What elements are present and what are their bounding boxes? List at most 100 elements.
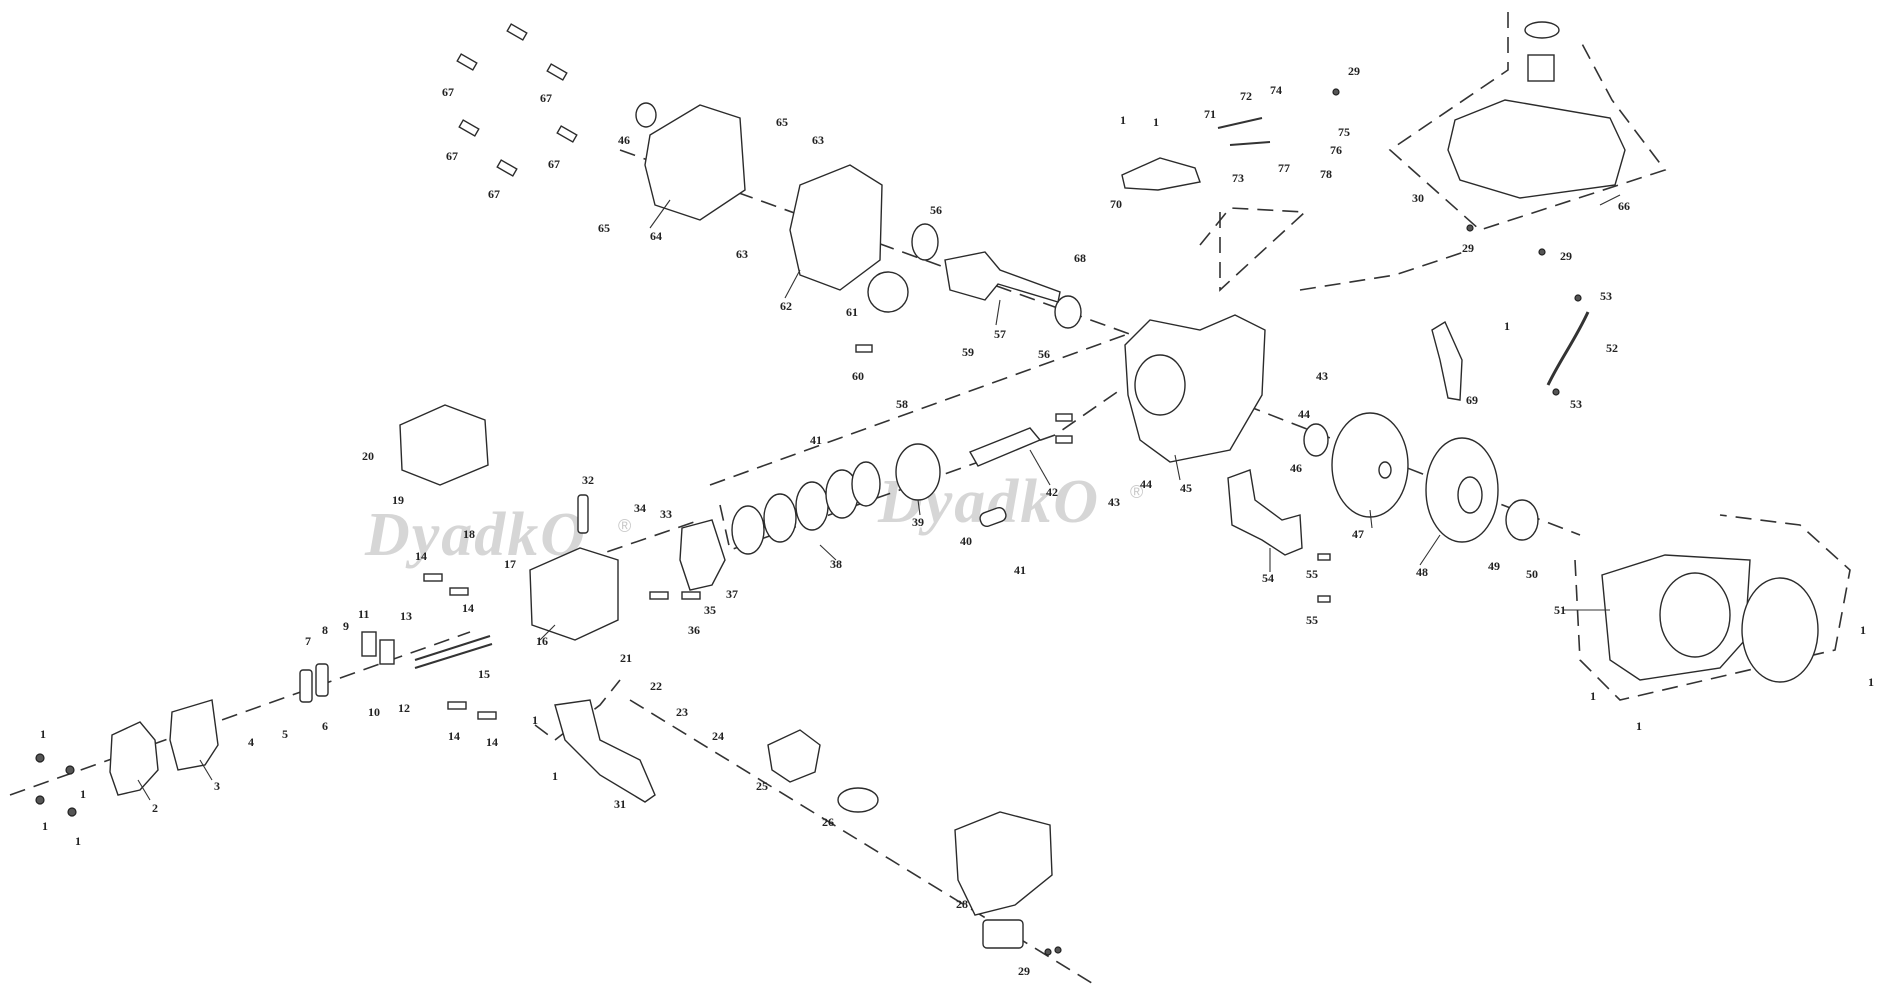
label-11: 11 (358, 607, 369, 621)
part-labels: 1 1 1 1 2 3 4 5 6 7 8 9 10 11 12 13 14 1… (40, 64, 1874, 978)
label-50: 50 (1526, 567, 1538, 581)
rocker-arm (299, 669, 313, 703)
cylinder-head (529, 547, 619, 641)
leader-lines (137, 194, 1621, 801)
label-29c: 29 (1462, 241, 1474, 255)
fuel-hose (1546, 311, 1590, 386)
label-72: 72 (1240, 89, 1252, 103)
label-35: 35 (704, 603, 716, 617)
label-1: 1 (40, 727, 46, 741)
label-1h: 1 (532, 713, 538, 727)
label-58: 58 (896, 397, 908, 411)
carburetor (767, 729, 821, 783)
label-1e: 1 (1120, 113, 1126, 127)
label-53b: 53 (1570, 397, 1582, 411)
cylinder-bore (1134, 354, 1186, 416)
label-56a: 56 (930, 203, 942, 217)
label-1b: 1 (80, 787, 86, 801)
label-29d: 29 (1560, 249, 1572, 263)
label-78: 78 (1320, 167, 1332, 181)
label-75: 75 (1338, 125, 1350, 139)
valve-cover (109, 721, 159, 796)
label-12: 12 (398, 701, 410, 715)
recoil-starter (1741, 577, 1819, 683)
label-65a: 65 (776, 115, 788, 129)
label-43b: 43 (1316, 369, 1328, 383)
crankcase-gasket (789, 164, 883, 291)
label-76: 76 (1330, 143, 1342, 157)
flywheel (1331, 412, 1409, 518)
label-41a: 41 (810, 433, 822, 447)
label-14d: 14 (486, 735, 498, 749)
label-1c: 1 (42, 819, 48, 833)
head-gasket (679, 519, 726, 591)
label-64: 64 (650, 229, 662, 243)
label-43a: 43 (1108, 495, 1120, 509)
engine-block (1124, 314, 1266, 463)
label-59: 59 (962, 345, 974, 359)
svg-text:®: ® (1130, 482, 1143, 502)
label-33: 33 (660, 507, 672, 521)
fuel-cap (1524, 21, 1560, 39)
label-16: 16 (536, 634, 548, 648)
valve-cover-gasket (169, 699, 219, 771)
label-15: 15 (478, 667, 490, 681)
label-69: 69 (1466, 393, 1478, 407)
air-filter-box (399, 404, 489, 486)
label-67d: 67 (548, 157, 560, 171)
label-54: 54 (1262, 571, 1274, 585)
label-17: 17 (504, 557, 516, 571)
label-29a: 29 (1018, 964, 1030, 978)
carb-insulator (837, 787, 879, 813)
air-cleaner (954, 811, 1053, 916)
label-24: 24 (712, 729, 724, 743)
label-39: 39 (912, 515, 924, 529)
label-51: 51 (1554, 603, 1566, 617)
label-19: 19 (392, 493, 404, 507)
label-1d: 1 (75, 834, 81, 848)
label-67e: 67 (488, 187, 500, 201)
label-67c: 67 (446, 149, 458, 163)
label-3: 3 (214, 779, 220, 793)
bearing-2 (1054, 295, 1082, 329)
governor-lever (1121, 157, 1201, 191)
push-rods (414, 117, 1271, 669)
crankcase-cover (644, 104, 746, 221)
svg-text:DyadkO: DyadkO (364, 501, 587, 569)
label-44a: 44 (1140, 477, 1152, 491)
label-66: 66 (1618, 199, 1630, 213)
label-47: 47 (1352, 527, 1364, 541)
label-7: 7 (305, 634, 311, 648)
label-1g: 1 (1504, 319, 1510, 333)
label-4: 4 (248, 735, 254, 749)
label-14b: 14 (462, 601, 474, 615)
watermark-left: DyadkO ® (364, 501, 631, 569)
label-63a: 63 (812, 133, 824, 147)
piston-rings (731, 461, 881, 555)
label-68: 68 (1074, 251, 1086, 265)
fasteners (35, 23, 1582, 956)
label-1k: 1 (1636, 719, 1642, 733)
throttle-bracket (554, 699, 656, 803)
fuel-filter (1527, 54, 1555, 82)
label-63b: 63 (736, 247, 748, 261)
fuel-tank (1447, 99, 1626, 199)
label-2: 2 (152, 801, 158, 815)
label-65b: 65 (598, 221, 610, 235)
spark-plug (577, 494, 589, 534)
label-67b: 67 (540, 91, 552, 105)
label-60: 60 (852, 369, 864, 383)
starter-cup (1505, 499, 1539, 541)
label-44b: 44 (1298, 407, 1310, 421)
label-45: 45 (1180, 481, 1192, 495)
label-13: 13 (400, 609, 412, 623)
label-25: 25 (756, 779, 768, 793)
rocker-arm-2 (315, 663, 329, 697)
label-1f: 1 (1153, 115, 1159, 129)
label-1i: 1 (552, 769, 558, 783)
muffler-pipe (982, 919, 1024, 949)
oil-seal (1303, 423, 1329, 457)
label-14a: 14 (415, 549, 427, 563)
label-6: 6 (322, 719, 328, 733)
crankshaft (944, 251, 1061, 303)
